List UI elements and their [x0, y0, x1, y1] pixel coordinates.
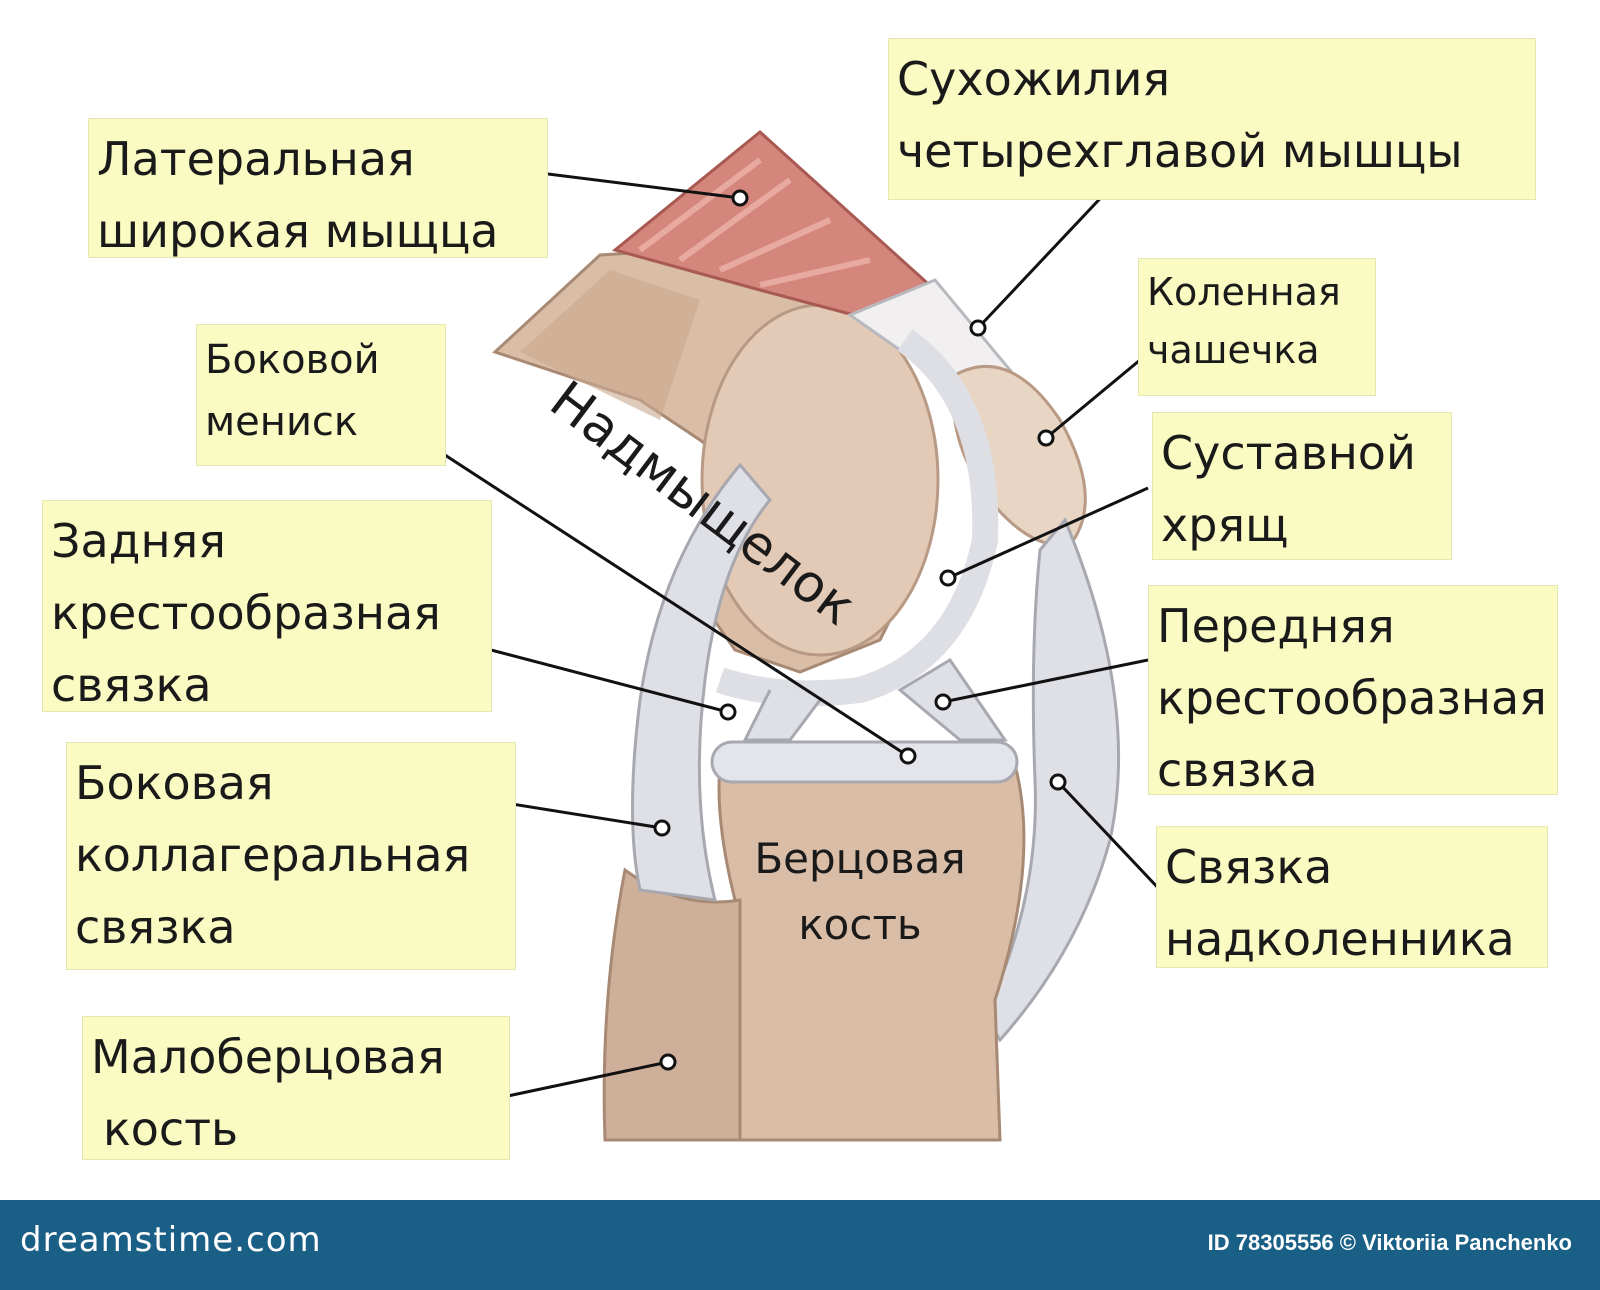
label-line: надколенника: [1165, 912, 1515, 966]
leader-dots: [653, 189, 1067, 1071]
label-posterior-cruciate-ligament: Задняя крестообразная связка: [42, 500, 492, 712]
label-line: Боковая: [75, 756, 274, 810]
label-line: кость: [798, 900, 922, 949]
knee-anatomy-illustration: [427, 130, 1164, 1142]
label-line: связка: [75, 900, 236, 954]
label-articular-cartilage: Суставной хрящ: [1152, 412, 1452, 560]
label-line: Сухожилия: [897, 52, 1171, 106]
label-line: хрящ: [1161, 498, 1289, 552]
label-line: крестообразная: [1157, 671, 1547, 725]
label-patella: Коленная чашечка: [1138, 258, 1376, 396]
label-line: Задняя: [51, 514, 226, 568]
label-line: крестообразная: [51, 586, 441, 640]
label-line: Связка: [1165, 840, 1333, 894]
label-line: коллагеральная: [75, 828, 471, 882]
label-fibula: Малоберцовая кость: [82, 1016, 510, 1160]
label-line: связка: [51, 658, 212, 712]
label-lateral-vastus-muscle: Латеральная широкая мыщца: [88, 118, 548, 258]
image-credit: ID 78305556 © Viktoriia Panchenko: [1207, 1230, 1572, 1255]
femur-shading: [520, 270, 700, 420]
tibia-label: Берцовая кость: [750, 826, 970, 958]
footer-bar: dreamstime.com ID 78305556 © Viktoriia P…: [0, 1200, 1600, 1290]
cruciate-ligaments-shape: [742, 657, 1008, 742]
tibia-bone: [717, 763, 1026, 1142]
dreamstime-logo: dreamstime.com: [20, 1220, 322, 1260]
label-lateral-collateral-ligament: Боковая коллагеральная связка: [66, 742, 516, 970]
fibula-bone: [602, 867, 742, 1142]
label-quadriceps-tendon: Сухожилия четырехглавой мышцы: [888, 38, 1536, 200]
meniscus-shape: [710, 740, 1019, 784]
label-line: чашечка: [1147, 328, 1320, 372]
label-line: мениск: [205, 399, 359, 445]
label-line: Боковой: [205, 337, 380, 383]
label-line: четырехглавой мышцы: [897, 124, 1463, 178]
label-line: связка: [1157, 743, 1318, 797]
muscle-striation: [638, 157, 871, 288]
label-patellar-ligament: Связка надколенника: [1156, 826, 1548, 968]
label-anterior-cruciate-ligament: Передняя крестообразная связка: [1148, 585, 1558, 797]
articular-cartilage-shape: [715, 329, 999, 707]
label-line: кость: [103, 1102, 239, 1156]
label-line: Коленная: [1147, 270, 1341, 314]
lateral-collateral-ligament-shape: [631, 462, 772, 902]
label-line: Берцовая: [754, 834, 966, 883]
label-line: широкая мыщца: [97, 204, 499, 258]
label-line: Передняя: [1157, 599, 1395, 653]
label-lateral-meniscus: Боковой мениск: [196, 324, 446, 466]
label-line: Малоберцовая: [91, 1030, 445, 1084]
label-line: Суставной: [1161, 426, 1416, 480]
label-line: Латеральная: [97, 132, 415, 186]
